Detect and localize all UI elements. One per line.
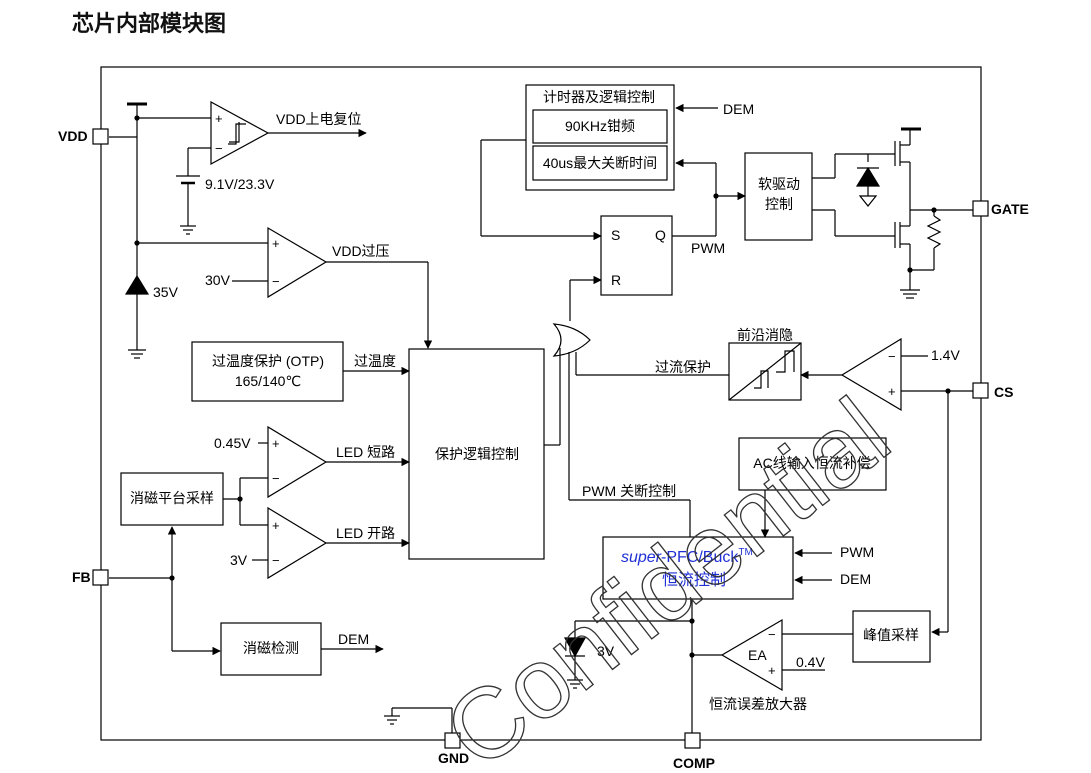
timer-40us: 40us最大关断时间	[543, 155, 657, 171]
short-plus: +	[272, 436, 280, 451]
pin-vdd: VDD	[58, 128, 88, 144]
label-sr-q: Q	[655, 227, 666, 243]
label-dem-timer: DEM	[723, 101, 754, 117]
label-led-short: LED 短路	[336, 444, 395, 460]
soft-drive-line1: 软驱动	[758, 176, 800, 192]
otp-line2: 165/140℃	[235, 373, 301, 389]
label-over-temp: 过温度	[354, 353, 396, 369]
label-sr-s: S	[611, 227, 620, 243]
label-35v: 35V	[153, 284, 179, 300]
pin-comp: COMP	[673, 755, 715, 771]
pin-gnd: GND	[438, 750, 469, 766]
label-dem-pfc: DEM	[840, 571, 871, 587]
ovp-plus: +	[272, 236, 280, 251]
label-uvlo: 9.1V/23.3V	[205, 176, 275, 192]
label-sr-r: R	[611, 272, 621, 288]
label-1-4v: 1.4V	[931, 347, 960, 363]
ea-plus: +	[768, 663, 776, 678]
label-dem-detect: DEM	[338, 631, 369, 647]
label-3v-led: 3V	[230, 552, 248, 568]
page-title: 芯片内部模块图	[72, 11, 227, 36]
label-pwm-off: PWM 关断控制	[582, 483, 676, 499]
soft-drive-line2: 控制	[765, 196, 793, 212]
chip-outline	[100, 66, 982, 741]
peak-sample: 峰值采样	[863, 627, 919, 643]
leb-label: 前沿消隐	[737, 327, 793, 343]
demag-detect: 消磁检测	[243, 640, 299, 656]
label-vdd-ovp: VDD过压	[332, 243, 390, 259]
timer-90k: 90KHz钳频	[565, 118, 635, 134]
pin-fb: FB	[72, 569, 91, 585]
label-ea: EA	[748, 647, 767, 663]
pin-gate-pad	[972, 200, 989, 217]
ovp-minus: −	[272, 274, 280, 289]
pin-cs: CS	[994, 384, 1013, 400]
label-0-4v: 0.4V	[796, 654, 825, 670]
label-led-open: LED 开路	[336, 525, 395, 541]
pin-fb-pad	[92, 569, 109, 586]
uvlo-plus: +	[215, 111, 223, 126]
pin-vdd-pad	[92, 128, 109, 145]
label-3v-zener: 3V	[597, 643, 615, 659]
label-30v: 30V	[205, 272, 231, 288]
pin-gnd-pad	[444, 732, 461, 749]
label-vdd-reset: VDD上电复位	[276, 111, 362, 127]
uvlo-minus: −	[215, 141, 223, 156]
pin-gate: GATE	[991, 201, 1029, 217]
label-pwm-in: PWM	[840, 544, 874, 560]
protect-logic: 保护逻辑控制	[435, 446, 519, 462]
label-045v: 0.45V	[214, 435, 251, 451]
timer-title: 计时器及逻辑控制	[543, 89, 655, 105]
short-minus: −	[272, 471, 280, 486]
label-ocp: 过流保护	[655, 359, 711, 375]
label-pwm-out: PWM	[691, 240, 725, 256]
otp-line1: 过温度保护 (OTP)	[212, 353, 324, 369]
demag-sample: 消磁平台采样	[130, 490, 214, 506]
open-minus: −	[272, 553, 280, 568]
pin-cs-pad	[972, 382, 989, 399]
ocp-plus: +	[888, 384, 896, 399]
open-plus: +	[272, 518, 280, 533]
pfc-title: super-PFC/BuckTM	[621, 547, 753, 566]
label-ea-name: 恒流误差放大器	[709, 696, 807, 712]
ocp-minus: −	[888, 349, 896, 364]
ac-compensation: AC线输入恒流补偿	[753, 455, 870, 471]
pin-comp-pad	[684, 732, 701, 749]
watermark: Confidential	[425, 377, 910, 773]
ea-minus: −	[768, 627, 776, 642]
pfc-subtitle: 恒流控制	[662, 571, 726, 589]
